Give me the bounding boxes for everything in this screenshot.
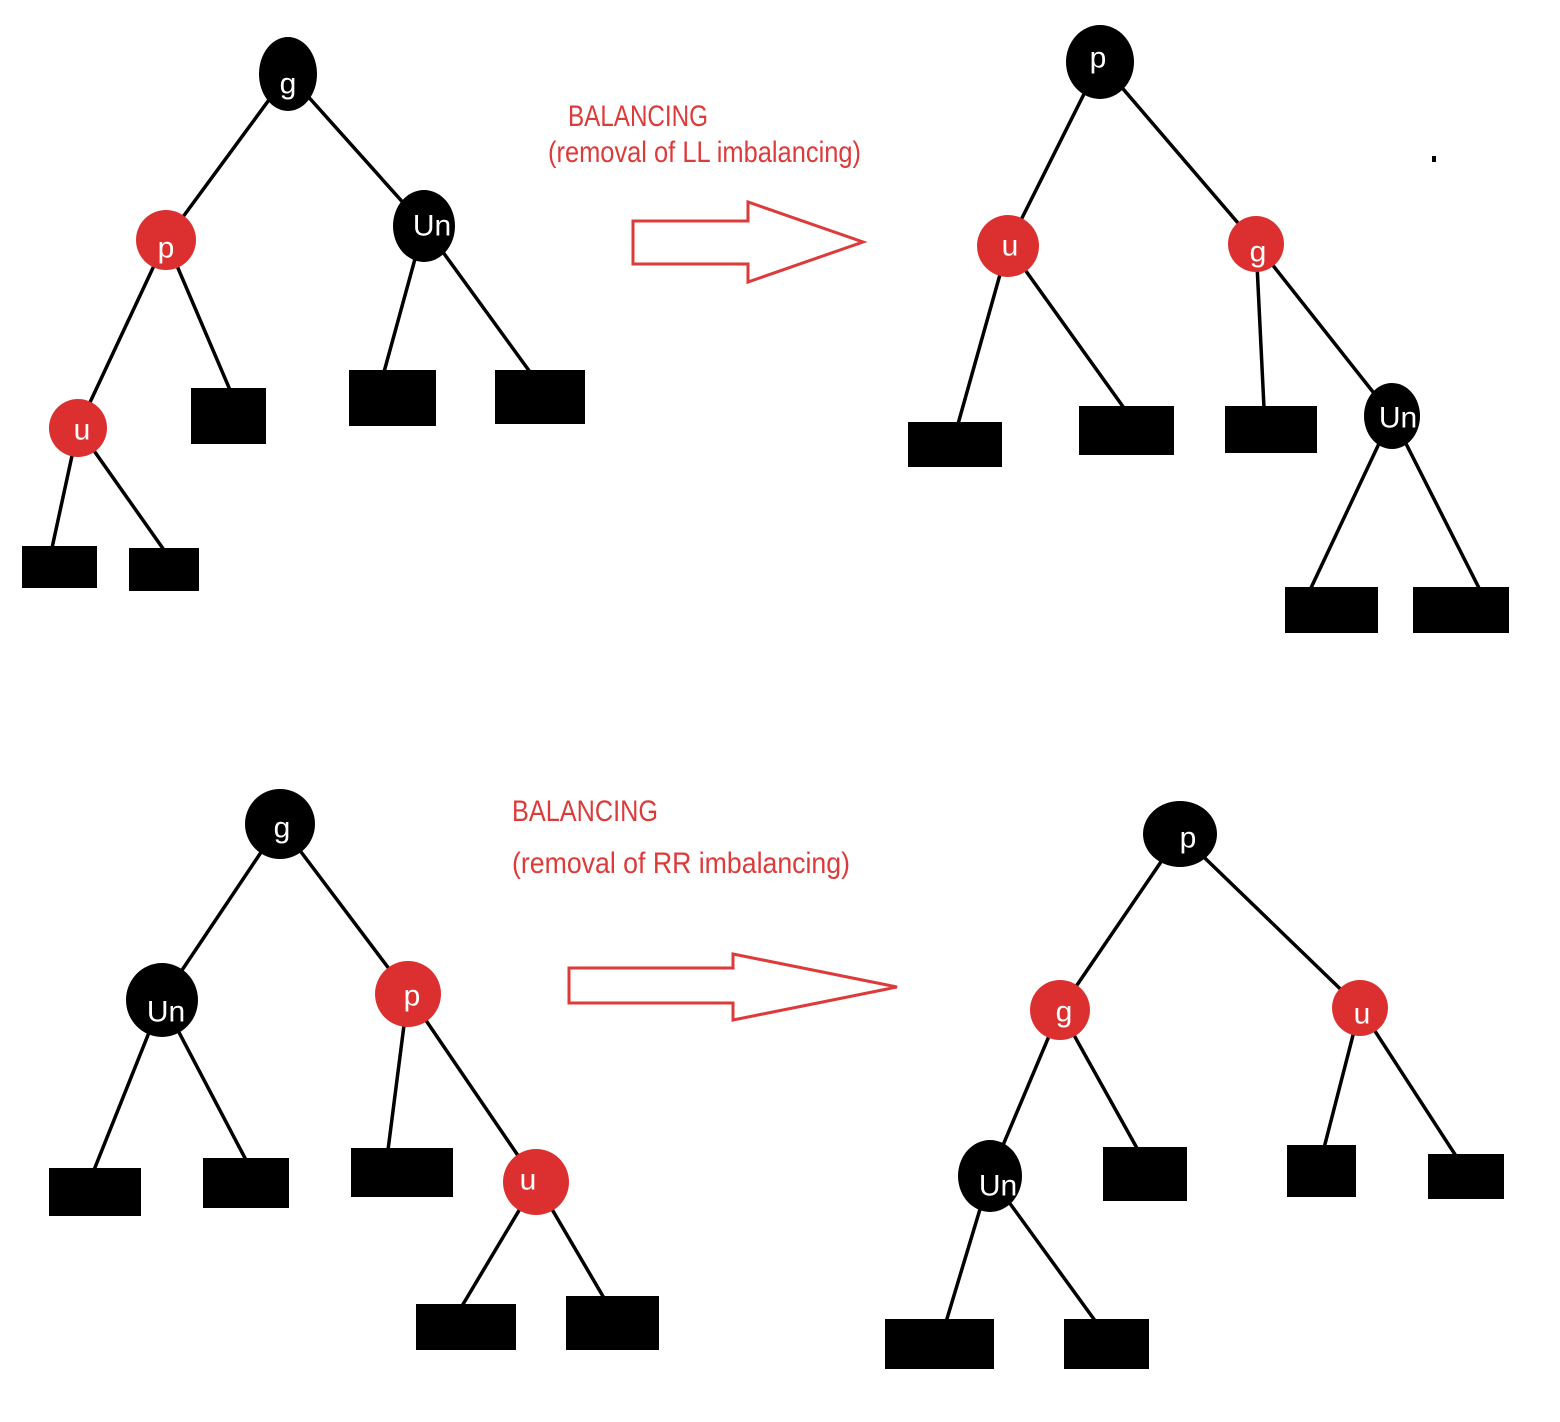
nil-leaf [203, 1158, 289, 1208]
nil-leaf [416, 1304, 516, 1350]
nil-leaf [566, 1296, 659, 1350]
node-g: g [245, 789, 315, 859]
nil-leaf [49, 1168, 141, 1216]
edge [1254, 242, 1394, 418]
node-label: u [1002, 230, 1019, 263]
node-label: u [1354, 998, 1371, 1031]
edge [1390, 414, 1482, 592]
node-p: p [1066, 25, 1134, 99]
node-u: u [1332, 980, 1388, 1036]
node-g: g [1030, 980, 1090, 1040]
edge [278, 822, 410, 996]
tree-ll-after: p u g Un [908, 25, 1509, 633]
nil-leaf [1413, 587, 1509, 633]
node-g: g [259, 37, 317, 111]
nil-leaf [1285, 587, 1378, 633]
node-label: Un [413, 210, 451, 243]
caption-ll-title: BALANCING [568, 100, 708, 133]
node-label: Un [979, 1170, 1017, 1203]
node-un: Un [1364, 383, 1420, 449]
node-label: u [74, 414, 91, 447]
node-p: p [375, 961, 441, 1027]
tree-rr-after: p g u Un [885, 801, 1504, 1369]
nil-leaf [22, 546, 97, 588]
nil-leaf [495, 370, 585, 424]
node-un: Un [126, 963, 198, 1037]
node-u: u [49, 399, 107, 457]
stray-dot [1432, 156, 1436, 162]
caption-rr-subtitle: (removal of RR imbalancing) [512, 847, 850, 880]
node-label: g [1056, 996, 1073, 1029]
edge [286, 72, 426, 228]
node-u: u [977, 215, 1039, 277]
edge [406, 992, 538, 1184]
edge [1178, 832, 1362, 1010]
node-un: Un [393, 190, 455, 262]
node-label: p [404, 980, 421, 1013]
caption-rr-title: BALANCING [512, 795, 658, 828]
node-label: p [1090, 42, 1107, 75]
nil-leaf [351, 1148, 453, 1197]
node-u: u [503, 1149, 569, 1215]
edge [1308, 414, 1394, 592]
caption-ll-subtitle: (removal of LL imbalancing) [548, 136, 861, 169]
edge [164, 72, 290, 242]
node-p: p [136, 210, 196, 270]
edge [76, 238, 168, 430]
edge [1058, 832, 1182, 1012]
edge [1358, 1006, 1458, 1158]
node-label: p [1180, 822, 1197, 855]
node-label: g [274, 812, 291, 845]
nil-leaf [1225, 406, 1317, 453]
nil-leaf [908, 422, 1002, 467]
arrow-right-icon [631, 199, 868, 285]
nil-leaf [885, 1319, 994, 1369]
tree-ll-before: g p Un u [22, 37, 585, 591]
nil-leaf [191, 388, 266, 444]
node-label: u [520, 1164, 537, 1197]
nil-leaf [1428, 1154, 1504, 1199]
nil-leaf [1064, 1319, 1149, 1369]
nil-leaf [129, 548, 199, 591]
edge [1098, 60, 1258, 246]
node-label: g [280, 68, 297, 101]
tree-rr-before: g Un p u [49, 789, 659, 1350]
node-label: g [1250, 236, 1267, 269]
node-label: p [158, 232, 175, 265]
nil-leaf [1287, 1145, 1356, 1197]
nil-leaf [349, 370, 436, 426]
node-label: Un [147, 996, 185, 1029]
edge [1006, 244, 1126, 410]
nil-leaf [1079, 406, 1174, 455]
arrow-right-icon [567, 952, 898, 1022]
node-label: Un [1379, 402, 1417, 435]
node-un: Un [958, 1140, 1022, 1212]
nil-leaf [1103, 1147, 1187, 1201]
node-p: p [1143, 801, 1217, 867]
node-g: g [1228, 216, 1284, 272]
